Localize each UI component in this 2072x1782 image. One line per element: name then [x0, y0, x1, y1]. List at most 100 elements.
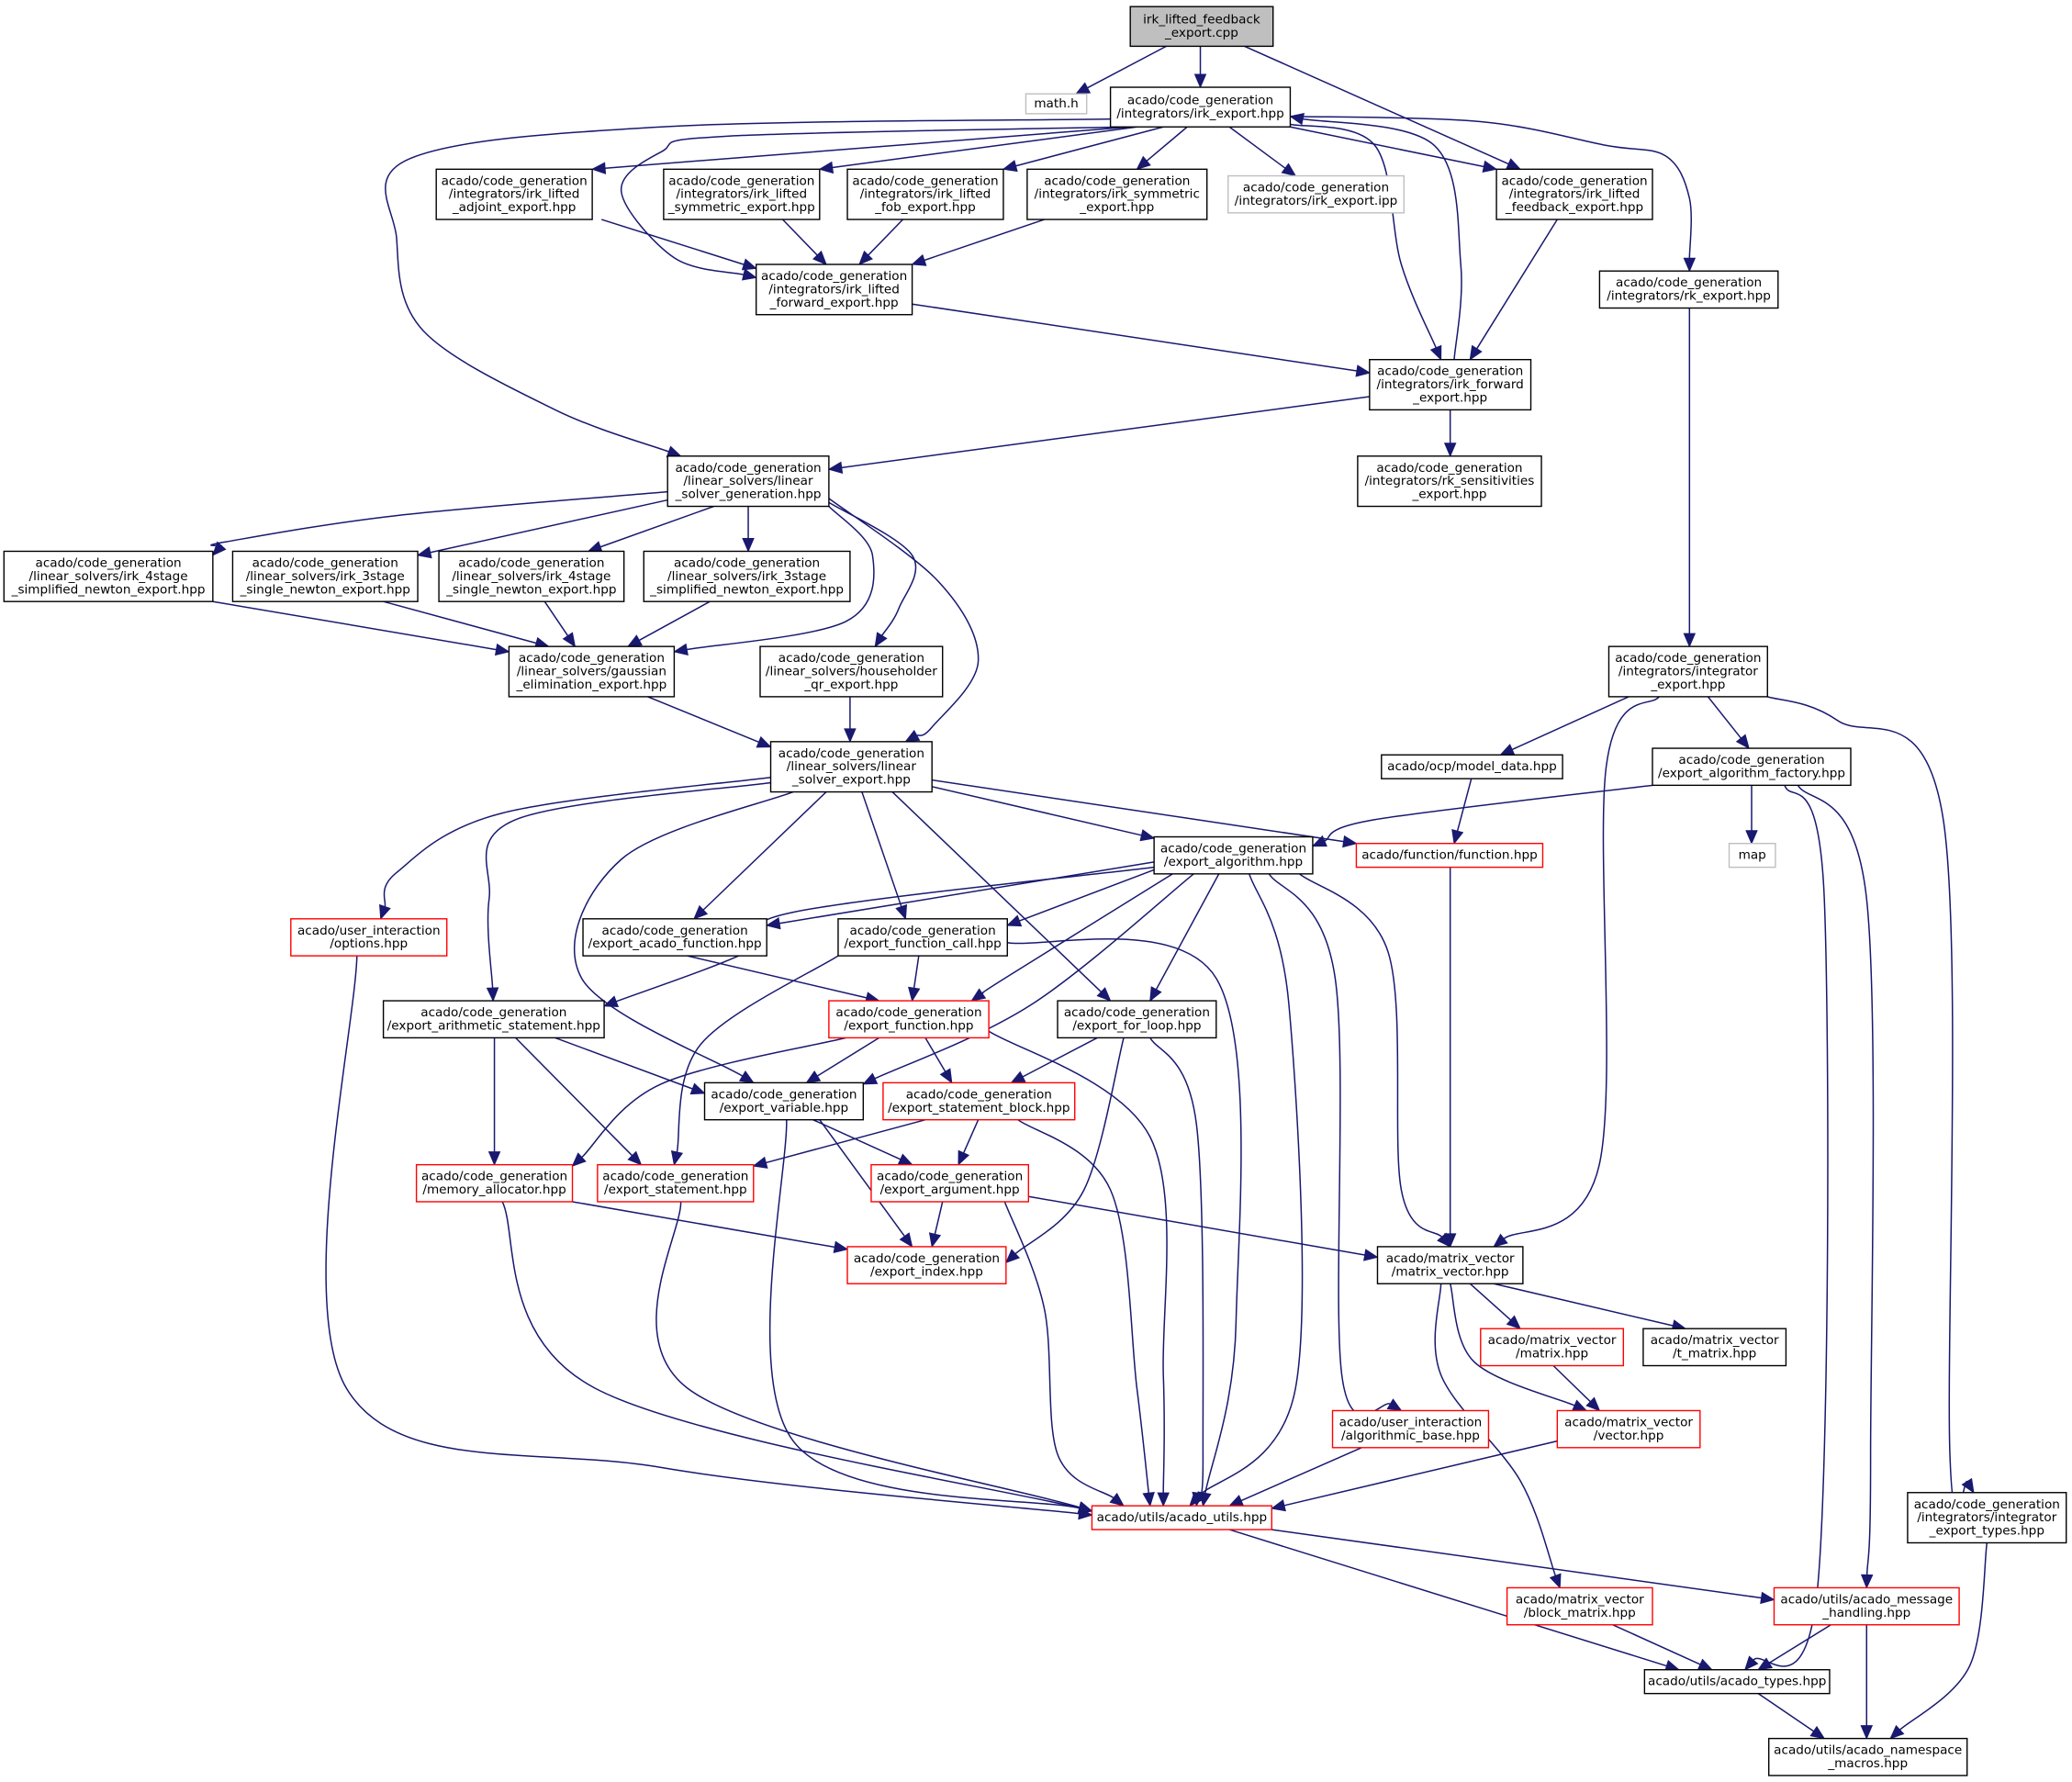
node-options[interactable]: acado/user_interaction/options.hpp: [290, 918, 448, 957]
node-label-line: /linear_solvers/gaussian: [517, 665, 666, 679]
node-acado-types[interactable]: acado/utils/acado_types.hpp: [1643, 1669, 1831, 1695]
node-export-function[interactable]: acado/code_generation/export_function.hp…: [828, 1000, 990, 1039]
node-for-loop[interactable]: acado/code_generation/export_for_loop.hp…: [1057, 1000, 1217, 1039]
edge-line: [543, 600, 569, 636]
edge-arrowhead: [858, 250, 873, 265]
edge-line: [1768, 1624, 1831, 1664]
edge-arrowhead: [1493, 1233, 1508, 1248]
node-box: [1598, 270, 1779, 309]
edge-acado_types-to-namespace: [1757, 1693, 1826, 1740]
node-acado-function[interactable]: acado/code_generation/export_acado_funct…: [582, 918, 767, 957]
node-variable[interactable]: acado/code_generation/export_variable.hp…: [703, 1082, 865, 1121]
edge-irk_export-to-irk_ipp: [1228, 126, 1297, 177]
node-symmetric-lifted[interactable]: acado/code_generation/integrators/irk_li…: [663, 168, 821, 220]
edge-arrowhead: [827, 461, 844, 474]
node-factory[interactable]: acado/code_generation/export_algorithm_f…: [1652, 747, 1852, 787]
node-memory[interactable]: acado/code_generation/memory_allocator.h…: [415, 1163, 574, 1203]
node-label-line: math.h: [1034, 96, 1078, 111]
edge-line: [1015, 126, 1164, 167]
node-root[interactable]: irk_lifted_feedback_export.cpp: [1129, 6, 1274, 48]
node-irk-symmetric[interactable]: acado/code_generation/integrators/irk_sy…: [1026, 168, 1208, 220]
node-irk3-single[interactable]: acado/code_generation/linear_solvers/irk…: [231, 550, 419, 602]
edge-matrix-to-vector: [1552, 1364, 1601, 1412]
node-householder[interactable]: acado/code_generation/linear_solvers/hou…: [759, 645, 944, 698]
node-linear-solver-generation[interactable]: acado/code_generation/linear_solvers/lin…: [666, 455, 830, 508]
node-function-call[interactable]: acado/code_generation/export_function_ca…: [837, 918, 1008, 957]
node-acado-utils[interactable]: acado/utils/acado_utils.hpp: [1091, 1505, 1272, 1530]
node-box: [231, 550, 419, 602]
node-rk-sens[interactable]: acado/code_generation/integrators/rk_sen…: [1357, 455, 1542, 508]
node-integrator-export[interactable]: acado/code_generation/integrators/integr…: [1607, 645, 1768, 698]
edge-arrowhead: [379, 903, 391, 921]
node-adjoint[interactable]: acado/code_generation/integrators/irk_li…: [435, 168, 593, 220]
edge-irk_export-to-feedback: [1290, 126, 1498, 174]
edge-arrowhead: [958, 1149, 970, 1166]
edge-arrowhead: [1469, 344, 1483, 361]
node-box: [290, 918, 448, 957]
node-box: [1381, 754, 1563, 779]
node-box: [837, 918, 1008, 957]
edge-line: [841, 396, 1370, 469]
node-box: [846, 168, 1004, 220]
node-box: [666, 455, 830, 508]
node-statement[interactable]: acado/code_generation/export_statement.h…: [597, 1163, 755, 1203]
node-box: [1495, 168, 1653, 220]
edge-factory-to-map: [1745, 785, 1758, 845]
node-lifted-forward[interactable]: acado/code_generation/integrators/irk_li…: [755, 263, 913, 316]
node-label-line: /export_algorithm_factory.hpp: [1658, 766, 1845, 780]
node-label-line: acado/code_generation: [1044, 174, 1190, 188]
node-irk-forward[interactable]: acado/code_generation/integrators/irk_fo…: [1369, 358, 1532, 411]
edge-line: [874, 873, 1194, 1080]
node-rk-export[interactable]: acado/code_generation/integrators/rk_exp…: [1598, 270, 1779, 309]
edge-line: [962, 1119, 980, 1154]
node-box: [1369, 358, 1532, 411]
node-integrator-types[interactable]: acado/code_generation/integrators/integr…: [1907, 1492, 2067, 1544]
node-box: [828, 1000, 990, 1039]
node-box: [597, 1163, 755, 1203]
node-message[interactable]: acado/utils/acado_message_handling.hpp: [1773, 1586, 1960, 1626]
node-label-line: acado/utils/acado_message: [1780, 1592, 1953, 1607]
edge-variable-to-argument: [812, 1118, 913, 1166]
edge-line: [1017, 1119, 1149, 1494]
node-label-line: acado/code_generation: [1501, 174, 1647, 188]
node-gaussian[interactable]: acado/code_generation/linear_solvers/gau…: [508, 645, 676, 698]
node-statement-block[interactable]: acado/code_generation/export_statement_b…: [882, 1082, 1076, 1121]
edge-line: [1022, 1037, 1098, 1078]
node-irk3-simplified[interactable]: acado/code_generation/linear_solvers/irk…: [643, 550, 851, 602]
node-index[interactable]: acado/code_generation/export_index.hpp: [846, 1246, 1007, 1284]
node-label-line: /integrators/integrator: [1618, 665, 1758, 679]
node-arithmetic[interactable]: acado/code_generation/export_arithmetic_…: [382, 1000, 605, 1039]
node-namespace[interactable]: acado/utils/acado_namespace_macros.hpp: [1768, 1737, 1968, 1776]
edge-line: [1299, 873, 1443, 1238]
node-irk4-single[interactable]: acado/code_generation/linear_solvers/irk…: [438, 550, 625, 602]
edge-arrowhead: [756, 735, 772, 748]
node-linear-solver-export[interactable]: acado/code_generation/linear_solvers/lin…: [769, 741, 933, 793]
node-function[interactable]: acado/function/function.hpp: [1355, 843, 1544, 869]
node-argument[interactable]: acado/code_generation/export_argument.hp…: [870, 1163, 1030, 1203]
node-block-matrix[interactable]: acado/matrix_vector/block_matrix.hpp: [1506, 1586, 1653, 1626]
node-box: [1607, 645, 1768, 698]
edge-linear_solver_export-to-acado_function: [693, 791, 827, 920]
edge-irk_export-to-symmetric_lifted: [818, 126, 1137, 174]
node-matrix[interactable]: acado/matrix_vector/matrix.hpp: [1480, 1328, 1625, 1367]
node-vector[interactable]: acado/matrix_vector/vector.hpp: [1556, 1409, 1701, 1449]
edge-line: [828, 498, 980, 736]
node-irk4-simplified[interactable]: acado/code_generation/linear_solvers/irk…: [3, 550, 214, 602]
node-label-line: /algorithmic_base.hpp: [1341, 1429, 1480, 1443]
edge-arrowhead: [741, 258, 757, 271]
node-t-matrix[interactable]: acado/matrix_vector/t_matrix.hpp: [1642, 1328, 1787, 1367]
node-box: [1642, 1328, 1787, 1367]
edge-arrowhead: [1961, 1477, 1975, 1494]
node-label-line: acado/matrix_vector: [1651, 1333, 1779, 1348]
node-algorithmic-base[interactable]: acado/user_interaction/algorithmic_base.…: [1331, 1409, 1490, 1449]
node-label-line: /integrators/irk_lifted: [677, 187, 808, 202]
node-feedback[interactable]: acado/code_generation/integrators/irk_li…: [1495, 168, 1653, 220]
edge-line: [1707, 696, 1742, 739]
node-irk-export[interactable]: acado/code_generation/integrators/irk_ex…: [1109, 86, 1292, 128]
edge-algorithmic_base-to-acado_utils: [1228, 1447, 1362, 1507]
node-model-data[interactable]: acado/ocp/model_data.hpp: [1381, 754, 1563, 779]
edge-arrowhead: [1363, 1249, 1379, 1261]
node-fob[interactable]: acado/code_generation/integrators/irk_li…: [846, 168, 1004, 220]
node-matrix-vector[interactable]: acado/matrix_vector/matrix_vector.hpp: [1376, 1246, 1524, 1284]
node-export-algorithm[interactable]: acado/code_generation/export_algorithm.h…: [1153, 835, 1314, 875]
